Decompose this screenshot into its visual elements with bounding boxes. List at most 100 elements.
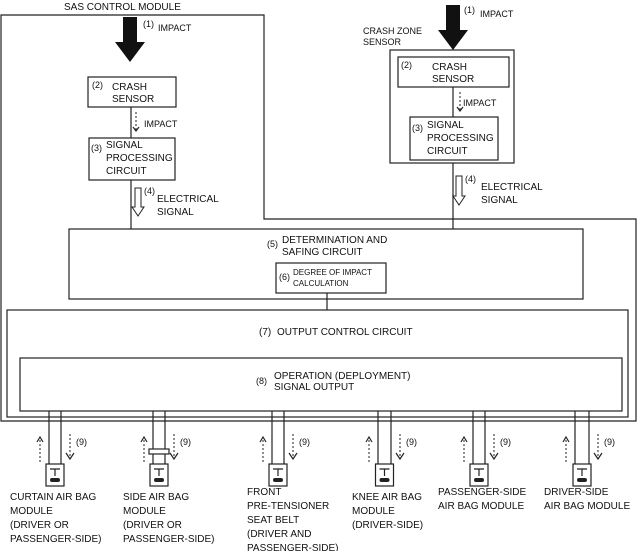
arrow-head bbox=[36, 435, 44, 443]
signal-label: PROCESSING bbox=[106, 153, 173, 164]
electrical-label: ELECTRICAL bbox=[157, 194, 219, 205]
module-label: PASSENGER-SIDE) bbox=[123, 534, 215, 545]
arrow-head bbox=[169, 452, 179, 461]
crash-sensor-box bbox=[87, 76, 177, 108]
crash-zone-sensor-title: CRASH ZONE bbox=[363, 26, 422, 36]
operation-num: (8) bbox=[256, 376, 267, 386]
electrical-label: ELECTRICAL bbox=[481, 182, 543, 193]
signal-label: PROCESSING bbox=[427, 133, 494, 144]
squib-icon bbox=[577, 478, 587, 482]
inflator-icon bbox=[577, 468, 587, 476]
module-label: DRIVER-SIDE bbox=[544, 487, 609, 498]
degree-label: CALCULATION bbox=[293, 279, 349, 288]
module-num: (9) bbox=[76, 437, 87, 447]
impact-arrow-icon bbox=[115, 17, 145, 62]
electrical-label: SIGNAL bbox=[481, 195, 518, 206]
module-label: SEAT BELT bbox=[247, 515, 299, 526]
degree-num: (6) bbox=[279, 272, 290, 282]
sas-control-module-outline bbox=[0, 14, 637, 422]
module-num: (9) bbox=[406, 437, 417, 447]
squib-icon bbox=[50, 478, 60, 482]
electrical-num: (4) bbox=[465, 174, 476, 184]
module-label: PASSENGER-SIDE) bbox=[10, 534, 102, 545]
electrical-signal-arrow-icon bbox=[131, 187, 145, 217]
output-control-label: OUTPUT CONTROL CIRCUIT bbox=[277, 327, 413, 338]
signal-label: CIRCUIT bbox=[106, 166, 147, 177]
signal-label: CIRCUIT bbox=[427, 146, 468, 157]
crash-sensor-label: SENSOR bbox=[432, 74, 474, 85]
sas-control-module-title: SAS CONTROL MODULE bbox=[64, 2, 181, 13]
module-num: (9) bbox=[180, 437, 191, 447]
module-label: PASSENGER-SIDE bbox=[438, 487, 526, 498]
signal-processing-box bbox=[88, 137, 176, 181]
module-label: (DRIVER-SIDE) bbox=[352, 520, 423, 531]
impact-arrow-icon bbox=[438, 5, 468, 50]
signal-label: SIGNAL bbox=[427, 120, 464, 131]
degree-of-impact-box bbox=[275, 262, 387, 294]
impact-label: IMPACT bbox=[480, 9, 514, 19]
arrow-head bbox=[365, 435, 373, 443]
signal-num: (3) bbox=[412, 123, 423, 133]
module-label: MODULE bbox=[352, 506, 395, 517]
electrical-num: (4) bbox=[144, 186, 155, 196]
arrow-head bbox=[140, 435, 148, 443]
arrow-head bbox=[489, 452, 499, 461]
module-label: MODULE bbox=[10, 506, 53, 517]
degree-label: DEGREE OF IMPACT bbox=[293, 268, 372, 277]
module-num: (9) bbox=[299, 437, 310, 447]
module-label: (DRIVER OR bbox=[123, 520, 182, 531]
determination-label: SAFING CIRCUIT bbox=[282, 247, 363, 258]
module-label: AIR BAG MODULE bbox=[544, 501, 630, 512]
operation-signal-box bbox=[19, 357, 623, 412]
inflator-icon bbox=[379, 468, 390, 476]
inflator-icon bbox=[474, 468, 484, 476]
squib-icon bbox=[474, 478, 484, 482]
determination-num: (5) bbox=[267, 239, 278, 249]
crash-sensor-num: (2) bbox=[401, 60, 412, 70]
impact-num: (1) bbox=[143, 19, 154, 29]
arrow-head bbox=[288, 452, 298, 461]
signal-label: SIGNAL bbox=[106, 140, 143, 151]
crash-zone-sensor-title: SENSOR bbox=[363, 37, 402, 47]
crash-sensor-label: SENSOR bbox=[112, 94, 154, 105]
arrow-head bbox=[395, 452, 405, 461]
module-label: SIDE AIR BAG bbox=[123, 492, 189, 503]
module-label: CURTAIN AIR BAG bbox=[10, 492, 97, 503]
inflator-icon bbox=[50, 468, 60, 476]
crash-sensor-num: (2) bbox=[92, 80, 103, 90]
module-label: (DRIVER AND bbox=[247, 529, 311, 540]
module-label: PASSENGER-SIDE) bbox=[247, 543, 339, 551]
operation-label: OPERATION (DEPLOYMENT) bbox=[274, 371, 411, 382]
squib-icon bbox=[379, 478, 390, 482]
arrow-head bbox=[460, 435, 468, 443]
module-label: KNEE AIR BAG bbox=[352, 492, 422, 503]
crash-sensor-label: CRASH bbox=[432, 62, 467, 73]
electrical-label: SIGNAL bbox=[157, 207, 194, 218]
arrow-head bbox=[562, 435, 570, 443]
signal-processing-box bbox=[409, 116, 499, 161]
squib-icon bbox=[154, 478, 164, 482]
module-num: (9) bbox=[500, 437, 511, 447]
impact-num: (1) bbox=[464, 5, 475, 15]
module-num: (9) bbox=[604, 437, 615, 447]
inflator-icon bbox=[273, 468, 283, 476]
signal-num: (3) bbox=[91, 143, 102, 153]
connector-icon bbox=[148, 448, 170, 455]
inner-impact-label: IMPACT bbox=[463, 98, 497, 108]
output-control-num: (7) bbox=[259, 327, 271, 338]
electrical-signal-arrow-icon bbox=[452, 175, 466, 206]
squib-icon bbox=[273, 478, 283, 482]
module-label: (DRIVER OR bbox=[10, 520, 69, 531]
determination-label: DETERMINATION AND bbox=[282, 235, 387, 246]
inflator-icon bbox=[154, 468, 164, 476]
impact-label: IMPACT bbox=[158, 23, 192, 33]
arrow-head bbox=[259, 435, 267, 443]
arrow-head bbox=[65, 452, 75, 461]
inner-impact-label: IMPACT bbox=[144, 119, 178, 129]
module-label: AIR BAG MODULE bbox=[438, 501, 524, 512]
module-label: MODULE bbox=[123, 506, 166, 517]
operation-label: SIGNAL OUTPUT bbox=[274, 382, 354, 393]
module-label: FRONT bbox=[247, 487, 281, 498]
arrow-head bbox=[593, 452, 603, 461]
